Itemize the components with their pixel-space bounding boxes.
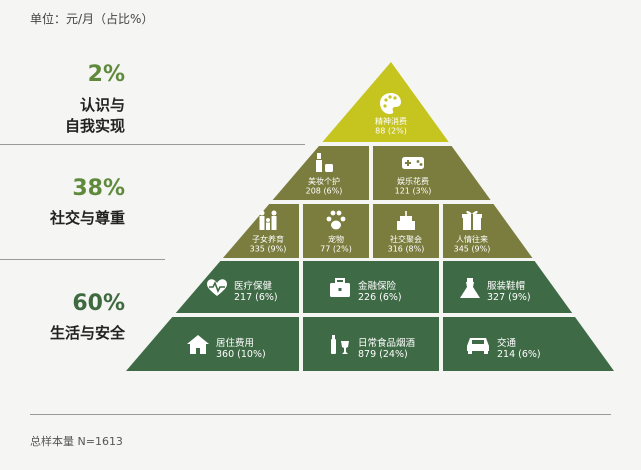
cell-name: 精神消费: [375, 116, 407, 126]
cell-shape: [443, 261, 573, 313]
cell-shape: [272, 146, 369, 200]
briefcase-icon: [330, 278, 350, 297]
cell-shape: [175, 261, 299, 313]
cell-name: 子女养育: [252, 234, 284, 244]
cell-name: 金融保险: [358, 280, 397, 292]
tier-percent-middle: 38%: [72, 176, 125, 201]
cell-shape: [303, 317, 439, 371]
cell-shape: [373, 146, 491, 200]
family-icon: [259, 210, 277, 230]
cell-value: 360 (10%): [216, 349, 266, 360]
palette-icon: [380, 93, 401, 114]
bottle-icon: [331, 335, 349, 354]
cell-name: 日常食品烟酒: [358, 337, 416, 349]
cell-shape: [443, 317, 614, 371]
tier-divider: [0, 144, 305, 145]
cell-value: 879 (24%): [358, 349, 408, 360]
cell-shape: [303, 261, 439, 313]
tier-label-bottom: 生活与安全: [49, 324, 125, 342]
cell-value: 327 (9%): [487, 292, 531, 303]
unit-label: 单位：元/月（占比%）: [30, 12, 154, 26]
tier-divider: [0, 259, 165, 260]
sample-size-footer: 总样本量 N=1613: [30, 435, 123, 448]
cell-shape: [222, 204, 299, 258]
heart-pulse-icon: [207, 279, 227, 296]
cell-name: 服装鞋帽: [487, 280, 525, 292]
cell-name: 美妆个护: [308, 176, 340, 186]
cake-icon: [397, 211, 415, 230]
cell-name: 娱乐花费: [397, 176, 429, 186]
cell-value: 77 (2%): [320, 245, 352, 254]
cell-shape: [373, 204, 439, 258]
gift-icon: [462, 210, 482, 230]
cell-name: 社交聚会: [390, 234, 422, 244]
cell-name: 交通: [497, 337, 517, 349]
cell-value: 214 (6%): [497, 349, 541, 360]
cell-shape: [303, 204, 369, 258]
cell-value: 345 (9%): [454, 245, 491, 254]
cell-value: 316 (8%): [388, 245, 425, 254]
cell-name: 人情往来: [456, 234, 488, 244]
cell-value: 208 (6%): [306, 187, 343, 196]
footer-divider: [30, 414, 611, 415]
cell-value: 335 (9%): [250, 245, 287, 254]
tier-percent-bottom: 60%: [72, 291, 125, 316]
paw-icon: [326, 210, 346, 230]
cell-shape: [126, 317, 299, 371]
cell-value: 121 (3%): [395, 187, 432, 196]
cell-value: 217 (6%): [234, 292, 278, 303]
tier-label-middle: 社交与尊重: [49, 209, 125, 227]
cell-value: 226 (6%): [358, 292, 402, 303]
car-icon: [467, 338, 489, 354]
dress-icon: [460, 278, 480, 298]
cell-value: 88 (2%): [375, 127, 407, 136]
house-icon: [187, 335, 209, 354]
cell-name: 宠物: [328, 234, 344, 244]
tier-label-top-line2: 自我实现: [64, 117, 125, 135]
cosmetics-icon: [316, 153, 333, 172]
tier-percent-top: 2%: [87, 62, 125, 87]
tier-label-top-line1: 认识与: [79, 96, 125, 114]
cell-name: 居住费用: [216, 337, 254, 349]
cell-name: 医疗保健: [234, 280, 273, 292]
gamepad-icon: [402, 157, 424, 169]
